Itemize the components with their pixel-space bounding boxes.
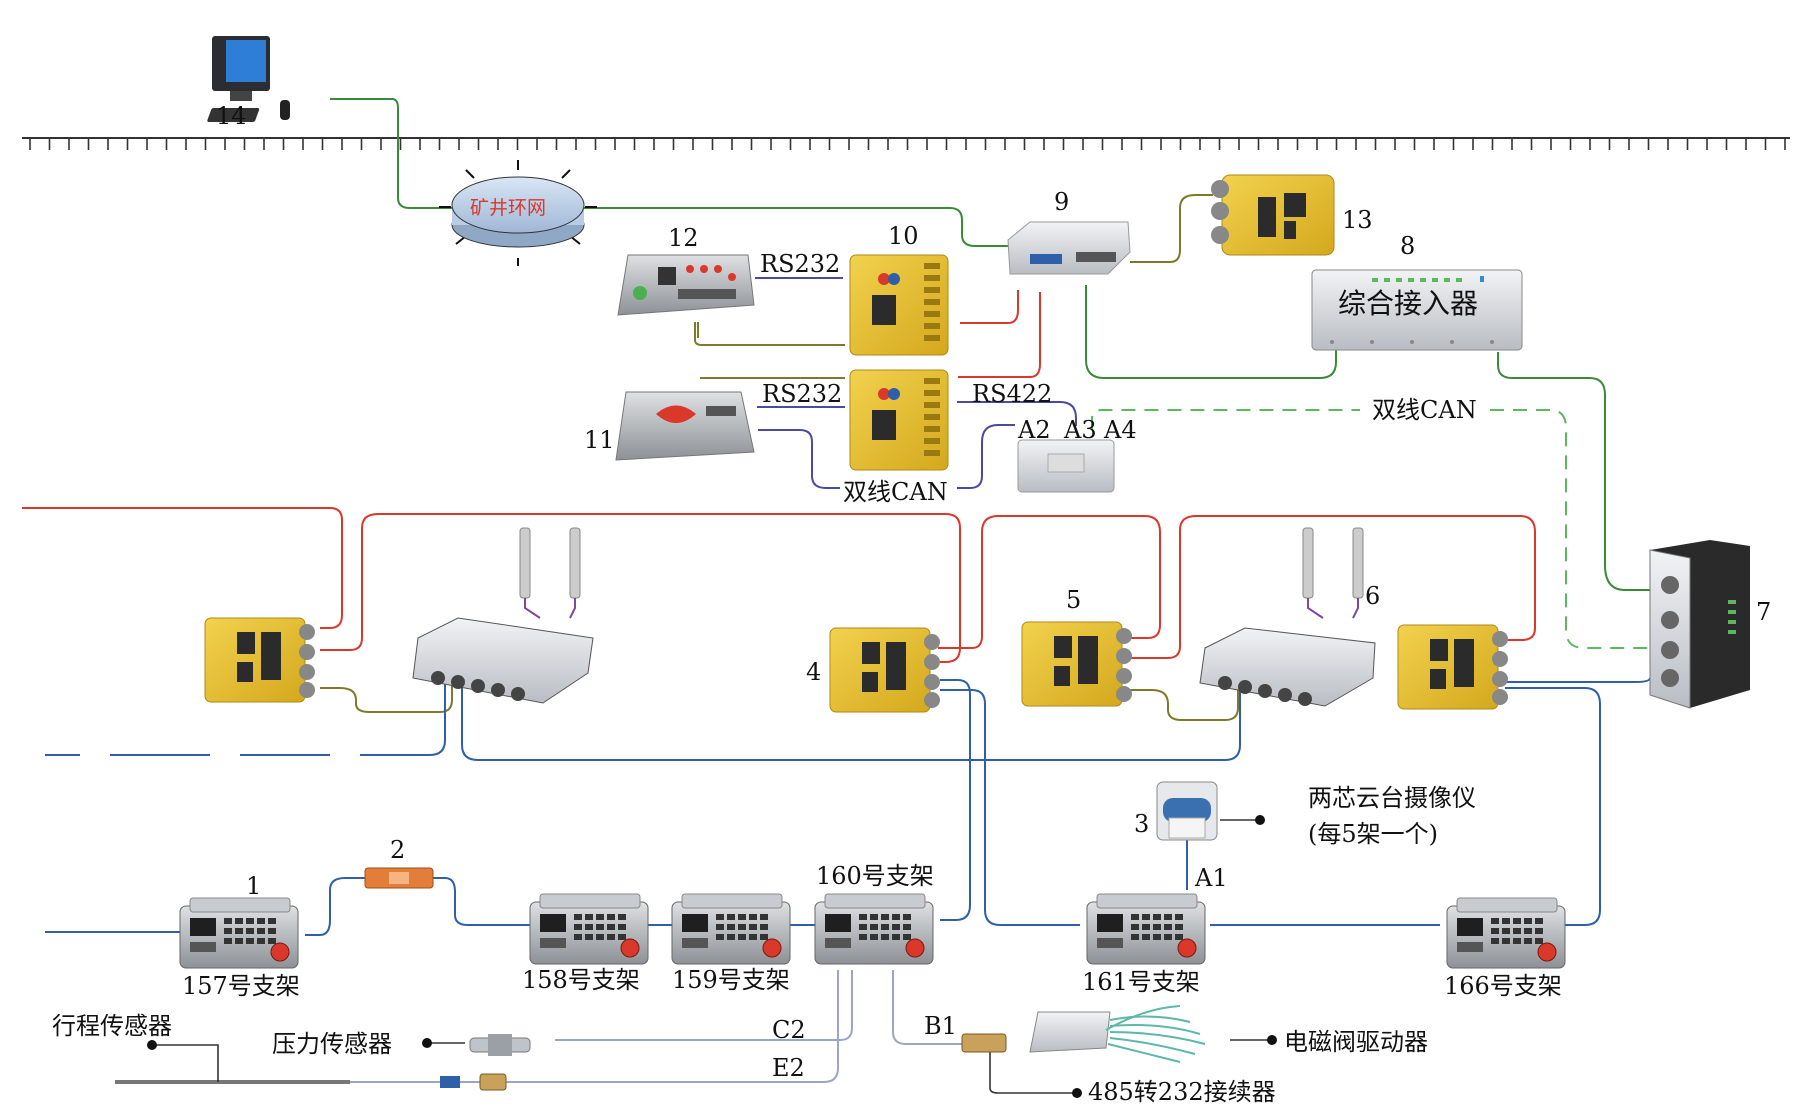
label-pressure-sensor: 压力传感器: [272, 1030, 392, 1058]
yellow-box-mid: [849, 369, 949, 471]
label-stroke-sensor: 行程传感器: [52, 1012, 172, 1040]
yellow-box-5: [1021, 621, 1132, 707]
label-support-166: 166号支架: [1444, 972, 1562, 1000]
label-13: 13: [1342, 206, 1373, 234]
console-panel-icon: [617, 254, 755, 316]
stroke-sensor-icon: [440, 1073, 507, 1091]
ring-network-icon: [439, 160, 597, 266]
support-controller-icon-161: [1086, 893, 1206, 965]
label-2: 2: [390, 836, 405, 864]
support-controller-icon-160: [814, 893, 934, 965]
label-dual-can-right: 双线CAN: [1372, 396, 1477, 424]
label-12: 12: [668, 224, 699, 252]
yellow-box-4: [829, 627, 940, 713]
label-support-159: 159号支架: [672, 966, 790, 994]
roadway-line: [22, 137, 1790, 150]
yellow-box-right: [1397, 624, 1508, 710]
label-7: 7: [1756, 598, 1771, 626]
support-controller-icon-157: [179, 897, 299, 969]
support-controller-icon-166: [1446, 897, 1566, 969]
support-controller-icon-158: [529, 893, 649, 965]
label-camera-line2: (每5架一个): [1308, 820, 1438, 848]
label-rs422: RS422: [972, 380, 1052, 408]
yellow-box-10: [849, 254, 949, 356]
wireless-base-station-6: [1199, 527, 1376, 707]
field-switch-7: [1649, 540, 1750, 709]
label-3: 3: [1134, 810, 1149, 838]
label-a3: A3: [1063, 416, 1097, 444]
desktop-computer-icon: [207, 36, 290, 122]
label-14: 14: [216, 102, 247, 130]
solenoid-driver-icon: [1029, 1005, 1206, 1063]
label-support-160: 160号支架: [816, 862, 934, 890]
label-a4: A4: [1103, 416, 1137, 444]
label-11: 11: [584, 426, 615, 454]
label-10: 10: [888, 222, 919, 250]
label-c2: C2: [772, 1016, 806, 1044]
label-4: 4: [806, 658, 821, 686]
label-a2: A2: [1017, 416, 1051, 444]
label-rs232-top: RS232: [760, 250, 840, 278]
wireless-base-station-left: [412, 527, 594, 704]
label-support-158: 158号支架: [522, 966, 640, 994]
labels: 14 矿井环网 9 13 8 综合接入器 12 10 RS232 RS232 R…: [52, 102, 1771, 1106]
label-integrated-access: 综合接入器: [1338, 287, 1478, 320]
label-support-157: 157号支架: [182, 972, 300, 1000]
coupler-2: [364, 867, 434, 889]
label-8: 8: [1400, 232, 1415, 260]
label-6: 6: [1365, 582, 1380, 610]
yellow-box-left: [204, 617, 315, 703]
label-camera-line1: 两芯云台摄像仪: [1308, 784, 1476, 812]
converter-485-232-icon: [961, 1033, 1007, 1053]
label-1: 1: [246, 872, 261, 900]
label-support-161: 161号支架: [1082, 968, 1200, 996]
label-a1: A1: [1194, 864, 1228, 892]
label-dual-can-mid: 双线CAN: [843, 478, 948, 506]
can-converter-box: [1017, 439, 1115, 493]
label-485-232: 485转232接续器: [1088, 1078, 1276, 1106]
integrated-access-device: [1311, 269, 1523, 351]
label-5: 5: [1066, 586, 1081, 614]
ptz-camera-icon: [1156, 781, 1218, 841]
network-switch-icon: [1007, 221, 1131, 275]
label-b1: B1: [924, 1012, 957, 1040]
pressure-sensor-icon: [469, 1034, 531, 1056]
console-panel-11: [615, 391, 755, 461]
label-solenoid-driver: 电磁阀驱动器: [1284, 1028, 1428, 1056]
label-ring-network: 矿井环网: [470, 197, 546, 219]
yellow-junction-box-icon: [1211, 174, 1335, 256]
support-controller-icon-159: [671, 893, 791, 965]
label-e2: E2: [772, 1054, 805, 1082]
connector-dots: [147, 815, 1277, 1098]
label-rs232-mid: RS232: [762, 380, 842, 408]
label-9: 9: [1054, 188, 1069, 216]
